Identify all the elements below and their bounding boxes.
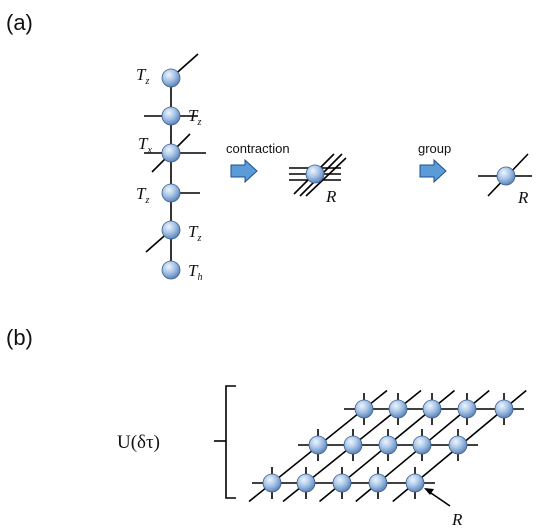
group-label: group: [418, 141, 451, 156]
panel-b-label: (b): [6, 325, 33, 350]
tensor-lattice: [248, 389, 527, 503]
pointer-arrow-head-icon: [424, 488, 434, 495]
tensor-node: [161, 183, 181, 203]
panel-a-label: (a): [6, 10, 33, 35]
operator-bracket: [225, 385, 236, 499]
tensor-chain: [144, 53, 206, 280]
chain-label-4: Tz: [136, 184, 149, 206]
tensor-node: [161, 68, 181, 88]
contracted-R-label: R: [325, 187, 337, 206]
group-arrow-icon: [419, 158, 447, 184]
lattice-tensor-node: [388, 399, 408, 419]
lattice-tensor-node: [296, 473, 316, 493]
lattice-tensor-node: [354, 399, 374, 419]
contraction-label: contraction: [226, 141, 290, 156]
lattice-tensor-node: [332, 473, 352, 493]
chain-label-1: Tz: [136, 65, 149, 87]
grouped-R-label: R: [517, 188, 529, 207]
tensor-node: [161, 260, 181, 280]
tensor-node: [161, 220, 181, 240]
chain-label-5: Tz: [188, 222, 201, 244]
grouped-tensor: [478, 153, 532, 197]
lattice-tensor-node: [405, 473, 425, 493]
tensor-node: [161, 106, 181, 126]
tensor-node: [496, 166, 516, 186]
lattice-tensor-node: [412, 435, 432, 455]
lattice-tensor-node: [422, 399, 442, 419]
chain-label-3: Tx: [138, 134, 152, 156]
tensor-node: [161, 143, 181, 163]
pointer-arrow-line: [427, 490, 451, 507]
lattice-tensor-node: [378, 435, 398, 455]
contracted-tensor: [289, 153, 347, 197]
lattice-tensor-node: [308, 435, 328, 455]
chain-label-6: Th: [188, 261, 202, 283]
tensor-node: [305, 164, 325, 184]
contraction-arrow-icon: [230, 158, 258, 184]
lattice-tensor-node: [448, 435, 468, 455]
lattice-tensor-node: [262, 473, 282, 493]
lattice-tensor-node: [343, 435, 363, 455]
lattice-tensor-node: [457, 399, 477, 419]
lattice-tensor-node: [494, 399, 514, 419]
chain-label-2: Tz: [188, 106, 201, 128]
lattice-tensor-node: [368, 473, 388, 493]
operator-label: U(δτ): [117, 432, 160, 453]
lattice-R-label: R: [451, 510, 463, 529]
